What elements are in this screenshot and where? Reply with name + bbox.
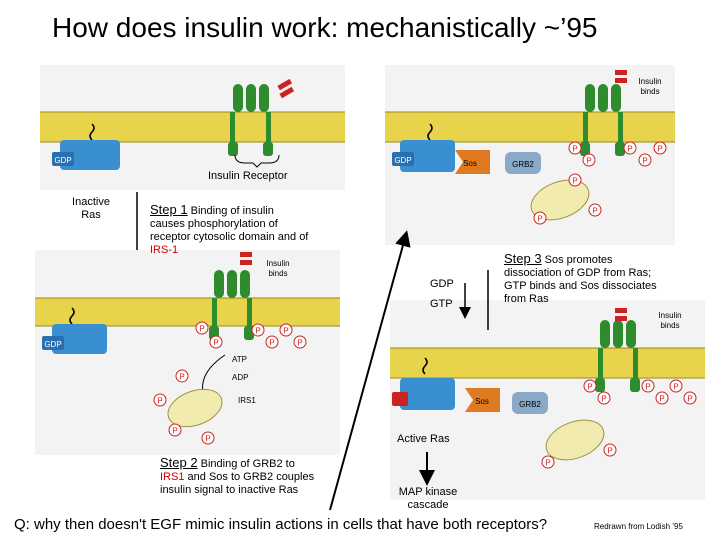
step3-heading: Step 3: [504, 251, 542, 266]
svg-text:GDP: GDP: [44, 340, 61, 349]
insulin-receptor: [228, 84, 273, 156]
svg-text:Insulin: Insulin: [266, 259, 289, 268]
svg-text:binds: binds: [660, 321, 679, 330]
svg-text:binds: binds: [640, 87, 659, 96]
question-text: Q: why then doesn't EGF mimic insulin ac…: [14, 516, 548, 533]
svg-text:binds: binds: [268, 269, 287, 278]
svg-text:IRS1: IRS1: [238, 396, 256, 405]
panel-phosphorylation: GDP Insulin binds ATP ADP IRS1: [35, 250, 340, 455]
svg-text:GDP: GDP: [54, 156, 71, 165]
svg-text:GRB2: GRB2: [512, 160, 534, 169]
step2-text: Step 2 Binding of GRB2 to IRS1 and Sos t…: [160, 455, 315, 496]
insulin-molecule: [277, 78, 295, 99]
svg-text:Insulin: Insulin: [658, 311, 681, 320]
gdp-label: GDP: [430, 278, 454, 290]
svg-text:GRB2: GRB2: [519, 400, 541, 409]
membrane-band: [40, 112, 345, 142]
step1-text: Step 1 Binding of insulin causes phospho…: [150, 202, 309, 256]
page-title: How does insulin work: mechanistically ~…: [52, 12, 598, 43]
panel-ras-activated: Sos GRB2 Insulin binds: [390, 300, 705, 500]
step1-heading: Step 1: [150, 202, 188, 217]
insulin-receptor-label: Insulin Receptor: [208, 170, 288, 182]
panel-grb2-sos-bound: GDP Sos GRB2 Insulin binds: [385, 65, 675, 245]
panel-receptor-inactive: GDP: [40, 65, 345, 190]
step2-heading: Step 2: [160, 455, 198, 470]
flow-arrow-up: [329, 230, 411, 511]
gtp-label: GTP: [430, 298, 453, 310]
svg-text:Sos: Sos: [463, 159, 477, 168]
svg-text:ATP: ATP: [232, 355, 247, 364]
svg-text:Sos: Sos: [475, 397, 489, 406]
active-ras-label: Active Ras: [397, 433, 450, 445]
svg-text:ADP: ADP: [232, 373, 248, 382]
ras-protein: GDP: [52, 140, 120, 170]
credit-text: Redrawn from Lodish ’95: [594, 522, 683, 531]
svg-text:Insulin: Insulin: [638, 77, 661, 86]
step3-text: Step 3 Sos promotes dissociation of GDP …: [504, 251, 657, 305]
svg-text:GDP: GDP: [394, 156, 411, 165]
